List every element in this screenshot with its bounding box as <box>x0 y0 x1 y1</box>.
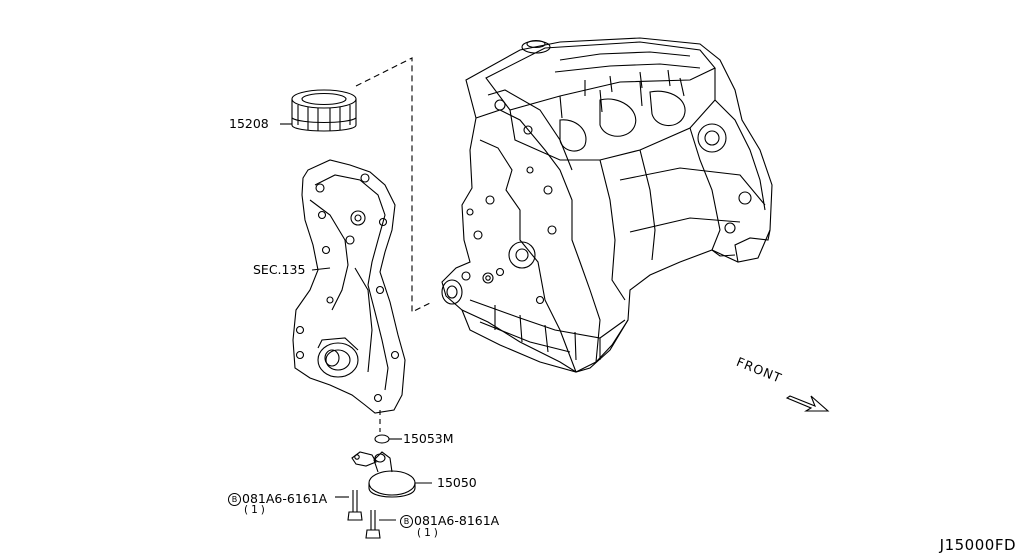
filter-mount-leader <box>356 58 432 312</box>
bolt-2-number: 081A6-8161A <box>414 513 500 528</box>
label-front-cover: SEC.135 <box>253 262 306 277</box>
o-ring <box>375 435 402 443</box>
bolt-2-qty: (1) <box>417 527 441 539</box>
front-arrow-icon <box>787 396 828 411</box>
label-o-ring: 15053M <box>403 431 454 446</box>
label-strainer: 15050 <box>437 475 477 490</box>
cover-leader <box>312 268 330 270</box>
engine-block <box>442 38 772 372</box>
bolt-2 <box>366 510 396 538</box>
drawing-number: J15000FD <box>939 536 1016 554</box>
oil-strainer <box>352 452 432 497</box>
bolt-1 <box>335 490 362 520</box>
bolt-1-number: 081A6-6161A <box>242 491 328 506</box>
bolt-1-qty: (1) <box>244 504 268 516</box>
front-cover <box>293 160 405 413</box>
label-oil-filter: 15208 <box>229 116 269 131</box>
bolt-badge-icon: B <box>228 493 241 506</box>
bolt-badge-icon: B <box>400 515 413 528</box>
oil-filter <box>292 90 356 131</box>
